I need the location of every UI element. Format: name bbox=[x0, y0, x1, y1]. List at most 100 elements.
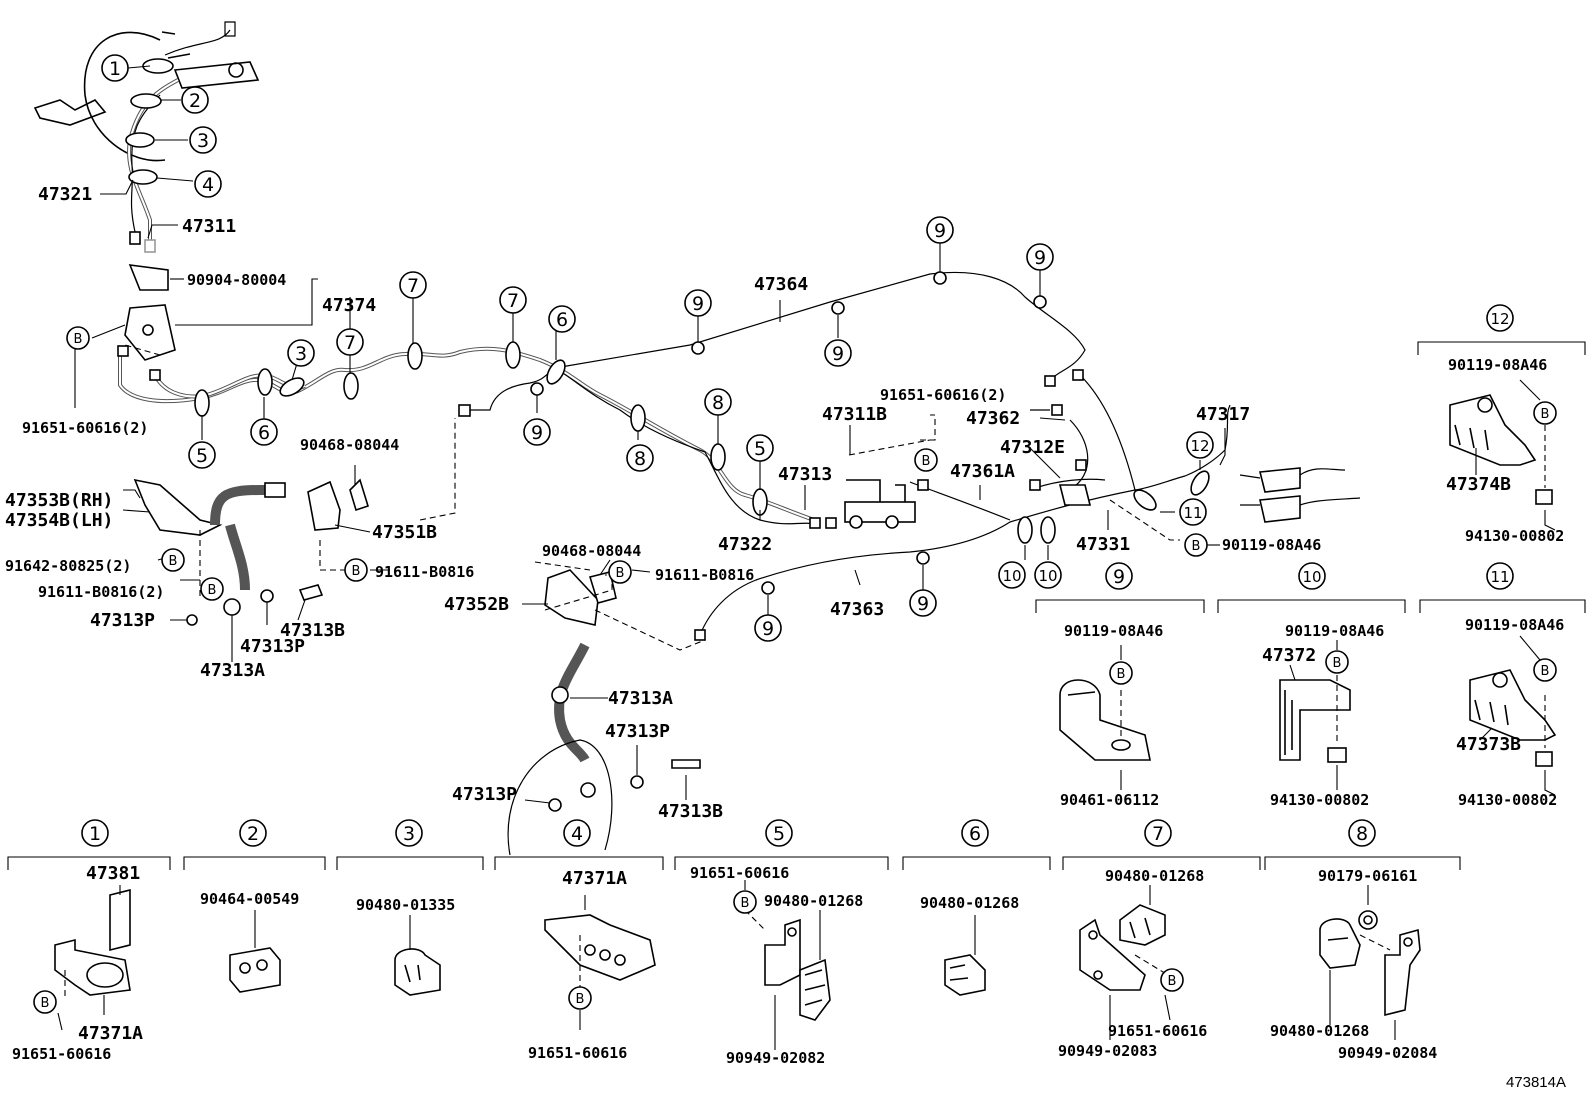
callout-9: 9 bbox=[926, 216, 954, 244]
svg-text:8: 8 bbox=[634, 448, 646, 470]
callout-9-header: 9 bbox=[1105, 562, 1133, 590]
svg-text:9: 9 bbox=[692, 293, 704, 315]
label-90480-01335: 90480-01335 bbox=[356, 896, 455, 914]
callout-11-header: 11 bbox=[1486, 562, 1514, 590]
svg-text:B: B bbox=[616, 566, 625, 581]
label-90949-02084: 90949-02084 bbox=[1338, 1044, 1437, 1062]
bolt-marker: B bbox=[161, 548, 185, 572]
svg-text:4: 4 bbox=[202, 174, 214, 196]
svg-text:10: 10 bbox=[1038, 567, 1057, 585]
svg-text:B: B bbox=[922, 454, 931, 469]
bolt-marker: B bbox=[608, 560, 632, 584]
svg-text:1: 1 bbox=[89, 823, 101, 845]
callout-9: 9 bbox=[824, 339, 852, 367]
label-47313b: 47313B bbox=[280, 620, 345, 641]
label-47313a: 47313A bbox=[608, 688, 673, 709]
callout-12: 12 bbox=[1186, 431, 1214, 459]
label-47313p: 47313P bbox=[452, 784, 517, 805]
label-90480-01268: 90480-01268 bbox=[920, 894, 1019, 912]
callout-3: 3 bbox=[189, 126, 217, 154]
label-47352b: 47352B bbox=[444, 594, 509, 615]
bolt-marker: B bbox=[1184, 533, 1208, 557]
bolt-marker: B bbox=[1109, 661, 1133, 685]
callout-9: 9 bbox=[684, 289, 712, 317]
svg-text:B: B bbox=[1192, 539, 1201, 554]
svg-text:9: 9 bbox=[1034, 247, 1046, 269]
svg-text:10: 10 bbox=[1002, 567, 1021, 585]
svg-text:6: 6 bbox=[556, 309, 568, 331]
dashed-guides bbox=[124, 344, 1180, 651]
label-90480-01268: 90480-01268 bbox=[1105, 867, 1204, 885]
part-labels: 47321 47311 90904-80004 47374 91651-6061… bbox=[5, 184, 1564, 1067]
detail-illustrations bbox=[54, 379, 1557, 1050]
callout-6-header: 6 bbox=[961, 819, 989, 847]
svg-text:B: B bbox=[208, 583, 217, 598]
svg-text:5: 5 bbox=[773, 823, 785, 845]
callout-8-header: 8 bbox=[1348, 819, 1376, 847]
label-47313p: 47313P bbox=[90, 610, 155, 631]
callout-12-header: 12 bbox=[1486, 304, 1514, 332]
label-91611-b0816: 91611-B0816 bbox=[375, 563, 474, 581]
bolt-marker: B bbox=[344, 558, 368, 582]
svg-text:9: 9 bbox=[762, 618, 774, 640]
callout-10: 10 bbox=[998, 561, 1026, 589]
svg-text:3: 3 bbox=[295, 343, 307, 365]
bolt-marker: B bbox=[200, 577, 224, 601]
svg-text:9: 9 bbox=[531, 422, 543, 444]
callout-9: 9 bbox=[909, 589, 937, 617]
label-47312e: 47312E bbox=[1000, 437, 1065, 458]
label-47381: 47381 bbox=[86, 863, 140, 884]
svg-text:9: 9 bbox=[1113, 566, 1125, 588]
svg-text:2: 2 bbox=[189, 90, 201, 112]
callout-6: 6 bbox=[250, 418, 278, 446]
label-91611-b0816: 91611-B0816 bbox=[655, 566, 754, 584]
label-90949-02083: 90949-02083 bbox=[1058, 1042, 1157, 1060]
svg-text:12: 12 bbox=[1190, 437, 1209, 455]
diagram-code: 473814A bbox=[1505, 1074, 1566, 1091]
label-47311b: 47311B bbox=[822, 404, 887, 425]
svg-text:6: 6 bbox=[969, 823, 981, 845]
svg-text:8: 8 bbox=[712, 392, 724, 414]
label-90480-01268: 90480-01268 bbox=[764, 892, 863, 910]
svg-text:12: 12 bbox=[1490, 310, 1509, 328]
label-90119-08a46: 90119-08A46 bbox=[1064, 622, 1163, 640]
label-91611-b0816-2: 91611-B0816(2) bbox=[38, 583, 164, 601]
label-47363: 47363 bbox=[830, 599, 884, 620]
svg-text:1: 1 bbox=[109, 58, 121, 80]
label-47374: 47374 bbox=[322, 295, 376, 316]
callout-6: 6 bbox=[548, 305, 576, 333]
label-91651-60616-2: 91651-60616(2) bbox=[22, 419, 148, 437]
callout-9: 9 bbox=[1026, 243, 1054, 271]
label-47372: 47372 bbox=[1262, 645, 1316, 666]
label-47313b: 47313B bbox=[658, 801, 723, 822]
label-90464-00549: 90464-00549 bbox=[200, 890, 299, 908]
label-91651-60616-2: 91651-60616(2) bbox=[880, 386, 1006, 404]
label-91642-80825: 91642-80825(2) bbox=[5, 557, 131, 575]
svg-text:5: 5 bbox=[196, 445, 208, 467]
callout-9: 9 bbox=[754, 614, 782, 642]
svg-text:7: 7 bbox=[344, 332, 356, 354]
svg-text:B: B bbox=[1117, 667, 1126, 682]
svg-text:8: 8 bbox=[1356, 823, 1368, 845]
svg-text:9: 9 bbox=[917, 593, 929, 615]
label-90468-08044: 90468-08044 bbox=[300, 436, 399, 454]
callout-8: 8 bbox=[704, 388, 732, 416]
label-47354b: 47354B(LH) bbox=[5, 510, 113, 531]
callout-10: 10 bbox=[1034, 561, 1062, 589]
callout-8: 8 bbox=[626, 444, 654, 472]
label-47361a: 47361A bbox=[950, 461, 1015, 482]
callout-3: 3 bbox=[287, 339, 315, 367]
bolt-markers: B B B B B B B B B B B B B B B bbox=[33, 326, 1557, 1014]
bolt-marker: B bbox=[568, 986, 592, 1010]
label-47313p: 47313P bbox=[605, 721, 670, 742]
callout-5: 5 bbox=[188, 441, 216, 469]
label-91651-60616: 91651-60616 bbox=[12, 1045, 111, 1063]
callout-1: 1 bbox=[101, 54, 129, 82]
svg-text:11: 11 bbox=[1183, 504, 1202, 522]
svg-text:11: 11 bbox=[1490, 568, 1509, 586]
svg-text:B: B bbox=[576, 992, 585, 1007]
svg-text:B: B bbox=[741, 896, 750, 911]
svg-text:B: B bbox=[1541, 407, 1550, 422]
callout-4-header: 4 bbox=[563, 819, 591, 847]
